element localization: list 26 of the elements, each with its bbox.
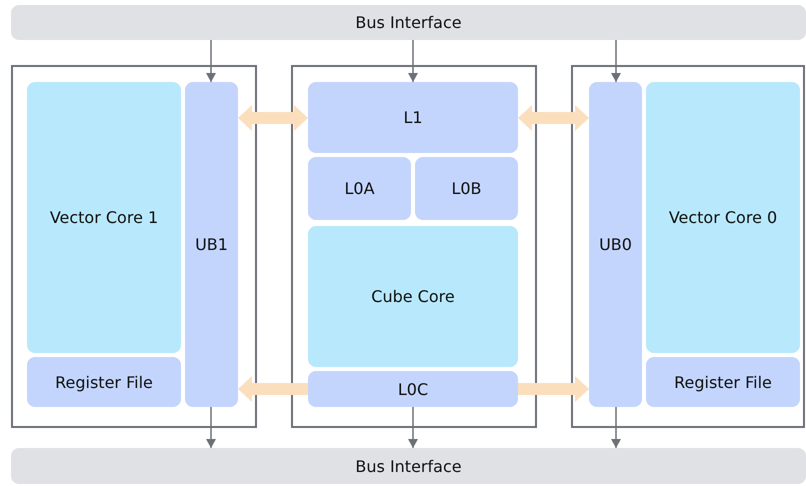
- data-flow-arrow: [238, 105, 308, 131]
- arrow: [408, 40, 418, 82]
- buffer-box: L0C: [308, 371, 518, 407]
- data-flow-arrow: [518, 105, 589, 131]
- vector-core-box: Vector Core 1: [27, 82, 181, 353]
- data-flow-arrow: [238, 376, 308, 402]
- cube-core-box: Cube Core: [308, 226, 518, 367]
- arrow: [611, 40, 621, 82]
- buffer-box: L0B: [415, 157, 518, 220]
- arrow: [408, 407, 418, 448]
- data-flow-arrow: [518, 376, 589, 402]
- vector-core-box: Vector Core 0: [646, 82, 800, 353]
- arrow: [206, 407, 216, 448]
- core-frame: [571, 65, 805, 428]
- bus-interface-bar: Bus Interface: [11, 448, 806, 484]
- buffer-box: L0A: [308, 157, 411, 220]
- bus-interface-bar: Bus Interface: [11, 5, 806, 40]
- arrow: [611, 407, 621, 448]
- buffer-box: L1: [308, 82, 518, 153]
- core-frame: [11, 65, 257, 428]
- buffer-box: UB0: [589, 82, 642, 407]
- buffer-box: UB1: [185, 82, 238, 407]
- core-frame: [291, 65, 537, 428]
- register-file-box: Register File: [646, 357, 800, 407]
- arrow: [206, 40, 216, 82]
- register-file-box: Register File: [27, 357, 181, 407]
